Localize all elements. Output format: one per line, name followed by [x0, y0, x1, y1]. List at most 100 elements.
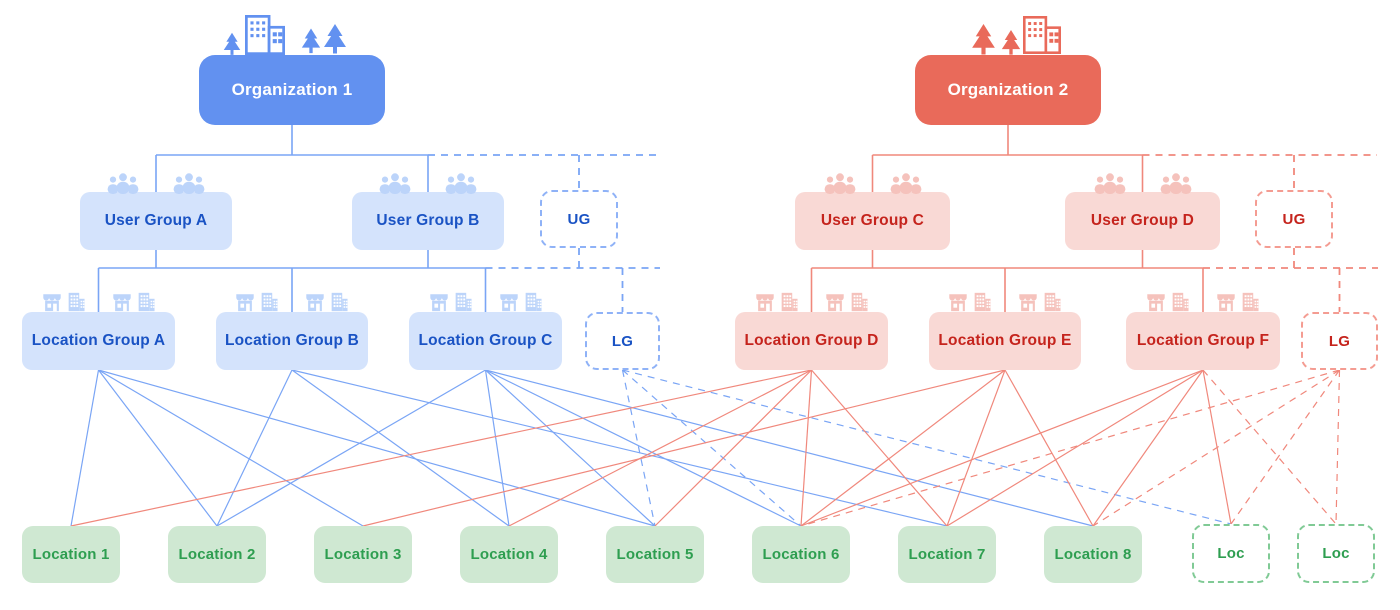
pine-tree-icon: [972, 24, 995, 55]
ug-a-node: User Group A: [80, 173, 232, 250]
connection-line: [362, 369, 1006, 527]
connection-line: [1335, 369, 1341, 525]
small-building-icon: [261, 292, 278, 312]
building-icon: [1023, 15, 1061, 55]
ug-c-node: User Group C: [795, 173, 950, 250]
lg-b-label: Location Group B: [224, 332, 360, 349]
storefront-icon: [949, 294, 967, 312]
people-group-icon: [107, 173, 139, 194]
connection-line: [484, 369, 510, 527]
people-group-icon: [173, 173, 205, 194]
connection-line: [98, 369, 656, 527]
storefront-icon: [1019, 294, 1037, 312]
ug-b-node: User Group B: [352, 173, 504, 250]
storefront-icon: [1217, 294, 1235, 312]
loc5-node: Location 5: [606, 526, 704, 583]
small-building-icon: [781, 292, 798, 312]
lg-e-label: Location Group E: [938, 332, 1072, 349]
lg-a-label: Location Group A: [31, 332, 166, 349]
building-icon: [245, 14, 285, 56]
people-group-icon: [1160, 173, 1191, 194]
user-group-icon-strip: [795, 172, 950, 194]
connection-line: [622, 369, 802, 527]
ug-d-label: User Group D: [1090, 212, 1195, 229]
people-group-icon: [445, 173, 477, 194]
loc8-label: Location 8: [1054, 546, 1132, 563]
connection-line: [800, 369, 1006, 527]
location-group-icon-strip: [929, 291, 1081, 313]
org1-label: Organization 1: [231, 80, 353, 99]
location-group-icon-strip: [22, 291, 175, 313]
loc-dash2-label: Loc: [1322, 545, 1350, 562]
location-group-icon-strip: [735, 291, 888, 313]
lg-f-label: Location Group F: [1136, 332, 1270, 349]
loc7-node: Location 7: [898, 526, 996, 583]
location-group-icon-strip: [409, 291, 562, 313]
loc-dash2-node: Loc: [1297, 524, 1375, 583]
loc6-node: Location 6: [752, 526, 850, 583]
connection-line: [485, 369, 656, 527]
connection-line: [1230, 369, 1340, 525]
loc2-label: Location 2: [178, 546, 256, 563]
loc2-node: Location 2: [168, 526, 266, 583]
loc6-label: Location 6: [762, 546, 840, 563]
ug-b-label: User Group B: [376, 212, 480, 229]
connection-line: [811, 369, 948, 527]
pine-tree-icon: [223, 32, 241, 55]
connection-line: [800, 369, 1340, 527]
connection-line: [485, 369, 802, 527]
ug-c-label: User Group C: [820, 212, 925, 229]
connection-line: [946, 369, 1006, 527]
lg-b-node: Location Group B: [216, 292, 368, 370]
user-group-icon-strip: [352, 172, 504, 194]
user-group-icon-strip: [80, 172, 232, 194]
lg-c-node: Location Group C: [409, 292, 562, 370]
connection-line: [1092, 369, 1340, 527]
storefront-icon: [755, 294, 774, 312]
lg-c-label: Location Group C: [418, 332, 553, 349]
lg-d-node: Location Group D: [735, 292, 888, 370]
loc4-node: Location 4: [460, 526, 558, 583]
connection-line: [291, 369, 510, 527]
loc3-node: Location 3: [314, 526, 412, 583]
small-building-icon: [1044, 292, 1061, 312]
loc5-label: Location 5: [616, 546, 694, 563]
connection-line: [800, 369, 813, 527]
connection-line: [98, 369, 218, 527]
org-icon-strip: [915, 12, 1101, 56]
ug-dash-red-label: UG: [1282, 210, 1306, 228]
connection-line: [98, 369, 364, 527]
pine-tree-icon: [1001, 30, 1021, 55]
org2-node: Organization 2: [915, 15, 1101, 125]
ug-a-label: User Group A: [104, 212, 208, 229]
small-building-icon: [138, 292, 155, 312]
connection-line: [946, 369, 1204, 527]
loc7-label: Location 7: [908, 546, 986, 563]
small-building-icon: [1172, 292, 1189, 312]
pine-tree-icon: [324, 24, 346, 54]
small-building-icon: [851, 292, 868, 312]
location-group-icon-strip: [1126, 291, 1280, 313]
connection-line: [1092, 369, 1204, 527]
people-group-icon: [890, 173, 921, 194]
org2-label: Organization 2: [947, 80, 1069, 99]
storefront-icon: [499, 294, 518, 312]
loc-dash1-label: Loc: [1217, 545, 1245, 562]
lg-a-node: Location Group A: [22, 292, 175, 370]
lg-dash-red-label: LG: [1328, 332, 1351, 350]
lg-d-label: Location Group D: [744, 332, 879, 349]
loc1-node: Location 1: [22, 526, 120, 583]
org-icon-strip: [199, 12, 385, 56]
connection-line: [216, 369, 293, 527]
ug-dash-blue-label: UG: [567, 210, 591, 228]
storefront-icon: [429, 294, 448, 312]
lg-dash-blue-node: LG: [585, 312, 660, 370]
people-group-icon: [1094, 173, 1125, 194]
loc4-label: Location 4: [470, 546, 548, 563]
small-building-icon: [1242, 292, 1259, 312]
small-building-icon: [455, 292, 472, 312]
pine-tree-icon: [301, 28, 321, 54]
small-building-icon: [525, 292, 542, 312]
